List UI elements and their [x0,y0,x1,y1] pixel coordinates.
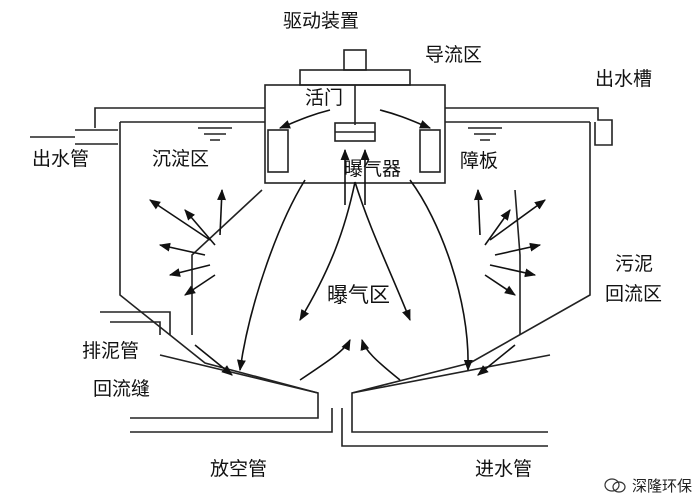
sludge-pipe [100,311,171,335]
label-outlet-pipe: 出水管 [32,148,90,170]
label-drive-device: 驱动装置 [283,10,360,32]
water-surface-left [198,127,232,141]
label-baffle: 障板 [460,150,499,172]
baffle-right [419,129,441,173]
watermark-text: 深隆环保 [631,477,692,495]
label-sludge-return-2: 回流区 [605,283,663,305]
label-settling-zone: 沉淀区 [152,148,210,170]
drain-pipe-body [130,408,333,433]
drive-shaft [343,49,367,71]
outlet-pipe [75,107,265,145]
label-sludge-return-1: 污泥 [615,253,654,275]
water-surface-right [468,127,502,141]
baffle-left [267,129,289,173]
drive-device-box [299,69,411,86]
outlet-trough [445,107,613,146]
label-aeration-zone: 曝气区 [327,283,390,307]
label-valve: 活门 [305,87,344,109]
label-outlet-trough: 出水槽 [595,68,653,90]
label-inlet-pipe: 进水管 [475,458,533,480]
inlet-pipe-body [341,408,548,447]
wechat-icon [604,477,626,493]
flow-arrows [149,109,546,381]
label-guide-zone: 导流区 [425,44,483,66]
inner-bottom-cone [159,354,551,394]
label-drain-pipe: 放空管 [210,458,268,480]
watermark: 深隆环保 [604,475,692,496]
label-sludge-pipe: 排泥管 [82,340,140,362]
label-return-slot: 回流缝 [93,378,151,400]
label-aerator: 曝气器 [344,158,402,180]
inner-partition-wall [191,189,521,335]
